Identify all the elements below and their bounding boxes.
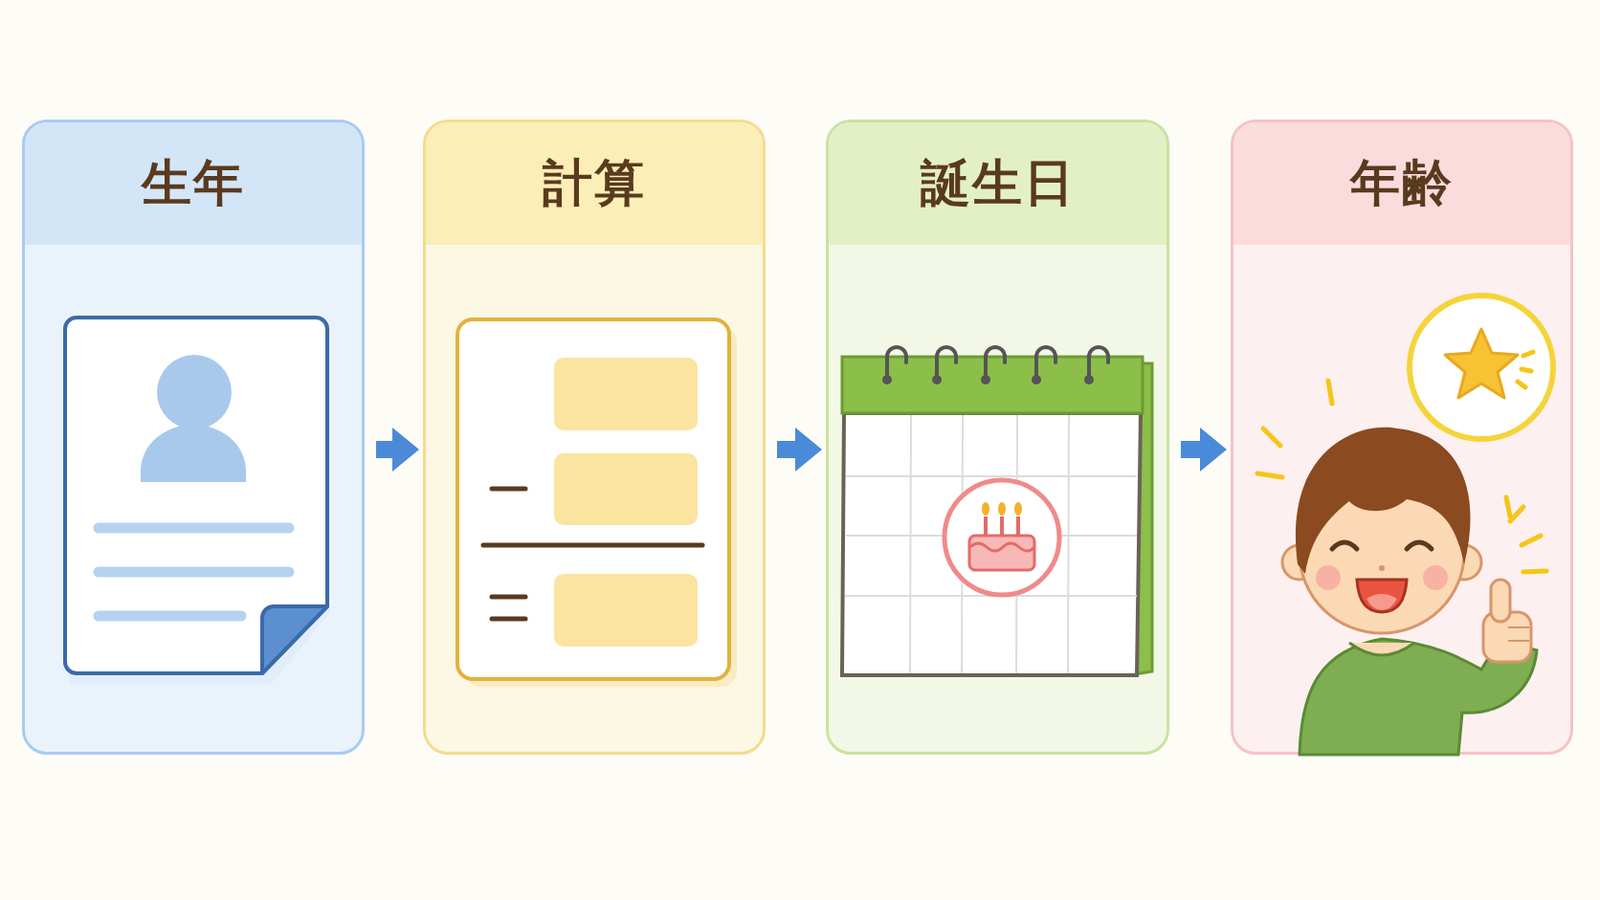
panel-title: 誕生日 xyxy=(920,150,1076,218)
step-panel: 生年 xyxy=(22,119,365,756)
panel-header: 計算 xyxy=(425,122,763,245)
flow-arrow xyxy=(777,441,796,459)
panel-header: 生年 xyxy=(24,122,362,245)
flow-arrow xyxy=(1180,441,1200,459)
happy-child xyxy=(1257,295,1554,756)
step-panel: 計算 xyxy=(422,119,766,756)
panel-header: 誕生日 xyxy=(828,122,1167,245)
birthday-calendar xyxy=(842,347,1153,676)
flow-arrow xyxy=(376,441,393,459)
step-panel: 誕生日 xyxy=(825,119,1170,756)
profile-document xyxy=(65,317,331,686)
calculation-sheet xyxy=(457,319,737,688)
panel-title: 年齢 xyxy=(1350,150,1454,218)
step-panel: 年齢 xyxy=(1230,119,1574,756)
panel-header: 年齢 xyxy=(1233,122,1571,245)
panel-title: 計算 xyxy=(542,150,646,218)
panel-title: 生年 xyxy=(141,150,245,218)
